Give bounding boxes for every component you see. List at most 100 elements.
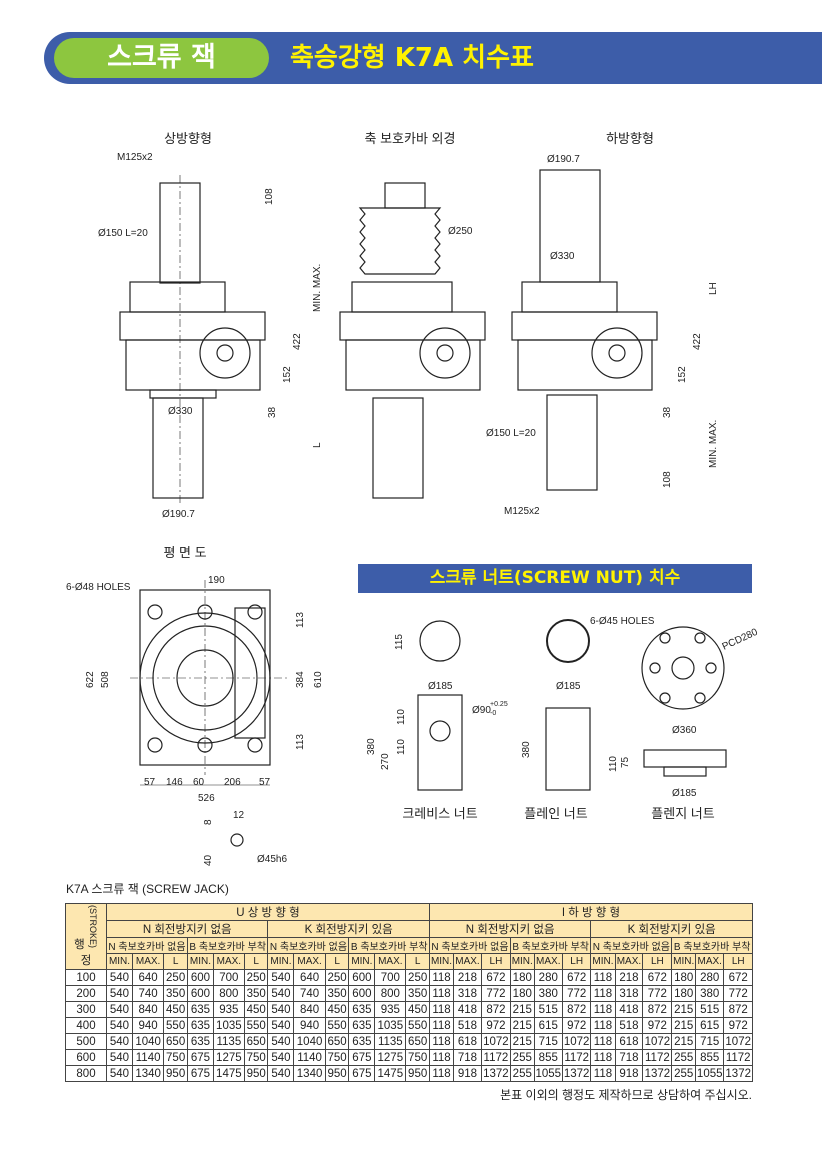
- dim-label: 152: [282, 366, 293, 383]
- cover-header: N 축보호카바 없음: [590, 937, 673, 954]
- dim-label: 6-Ø48 HOLES: [66, 582, 131, 593]
- table-cell: 1340: [293, 1065, 326, 1082]
- table-cell: 1172: [480, 1049, 511, 1066]
- dim-label: Ø150 L=20: [486, 428, 536, 439]
- cover-header: B 축보호카바 부착: [348, 937, 430, 954]
- table-cell: 540: [267, 985, 295, 1002]
- table-cell: 675: [187, 1065, 214, 1082]
- table-cell: 180: [671, 985, 697, 1002]
- dim-label: 110: [608, 756, 619, 772]
- table-cell: 972: [561, 1017, 592, 1034]
- table-cell: 918: [453, 1065, 482, 1082]
- table-cell: 540: [267, 1001, 295, 1018]
- table-cell: 635: [187, 1017, 214, 1034]
- flange-nut-drawing: [641, 626, 727, 777]
- table-cell: 215: [671, 1033, 697, 1050]
- table-cell: 118: [590, 1017, 616, 1034]
- table-cell: 672: [723, 969, 753, 986]
- table-cell: 118: [428, 1033, 455, 1050]
- dim-label: MIN. MAX.: [708, 420, 719, 468]
- stroke-label-en: (STROKE): [87, 904, 98, 948]
- table-cell: 800: [212, 985, 245, 1002]
- table-cell: 872: [561, 1001, 592, 1018]
- table-cell: 972: [480, 1017, 511, 1034]
- table-cell: 118: [428, 1065, 455, 1082]
- dim-label: 115: [394, 634, 405, 650]
- table-cell: 450: [243, 1001, 269, 1018]
- dim-label: Ø185: [556, 681, 581, 692]
- table-cell: 940: [293, 1017, 326, 1034]
- subgroup-header: N 회전방지키 없음: [428, 920, 592, 938]
- stroke-value: 600: [65, 1049, 107, 1066]
- table-cell: 950: [405, 1065, 430, 1082]
- dim-label: 526: [198, 793, 215, 804]
- cover-header: B 축보호카바 부착: [187, 937, 269, 954]
- dim-label: M125x2: [504, 506, 540, 517]
- column-header: LH: [480, 953, 511, 970]
- table-cell: 1035: [212, 1017, 245, 1034]
- table-cell: 1372: [561, 1065, 592, 1082]
- dim-label: 152: [677, 366, 688, 383]
- dim-label: 110: [396, 739, 407, 755]
- column-header: MIN.: [428, 953, 455, 970]
- dim-label: Ø185: [428, 681, 453, 692]
- dim-label: Ø90: [472, 705, 491, 716]
- table-cell: 675: [348, 1049, 376, 1066]
- table-cell: 600: [187, 985, 214, 1002]
- table-cell: 600: [348, 985, 376, 1002]
- table-cell: 750: [405, 1049, 430, 1066]
- group-header: I 하 방 향 형: [428, 903, 754, 921]
- table-cell: 772: [723, 985, 753, 1002]
- table-cell: 515: [695, 1001, 725, 1018]
- table-cell: 1275: [374, 1049, 407, 1066]
- table-cell: 350: [405, 985, 430, 1002]
- table-cell: 750: [163, 1049, 189, 1066]
- stroke-header: 행 (STROKE)정: [65, 903, 107, 970]
- table-cell: 855: [533, 1049, 563, 1066]
- table-cell: 215: [509, 1001, 535, 1018]
- clevis-nut-drawing: [417, 620, 463, 791]
- dim-label: PCD280: [721, 627, 760, 653]
- table-cell: 772: [480, 985, 511, 1002]
- table-cell: 750: [243, 1049, 269, 1066]
- table-cell: 840: [131, 1001, 165, 1018]
- table-cell: 1172: [723, 1049, 753, 1066]
- dim-label: 75: [620, 756, 631, 768]
- cover-header: N 축보호카바 없음: [267, 937, 350, 954]
- subgroup-header: K 회전방지키 있음: [267, 920, 430, 938]
- table-cell: 550: [243, 1017, 269, 1034]
- table-cell: 700: [212, 969, 245, 986]
- table-cell: 518: [614, 1017, 644, 1034]
- dim-label: 113: [295, 612, 306, 628]
- table-cell: 350: [324, 985, 350, 1002]
- table-cell: 215: [509, 1017, 535, 1034]
- dim-label: +0.25: [490, 701, 508, 708]
- table-cell: 740: [293, 985, 326, 1002]
- table-cell: 800: [374, 985, 407, 1002]
- table-cell: 718: [614, 1049, 644, 1066]
- table-cell: 718: [453, 1049, 482, 1066]
- table-cell: 250: [243, 969, 269, 986]
- table-cell: 672: [480, 969, 511, 986]
- column-header: MAX.: [131, 953, 165, 970]
- table-cell: 640: [293, 969, 326, 986]
- column-header: L: [163, 953, 189, 970]
- dim-label: Ø250: [448, 226, 473, 237]
- column-header: MAX.: [695, 953, 725, 970]
- table-cell: 215: [509, 1033, 535, 1050]
- table-cell: 1275: [212, 1049, 245, 1066]
- group-header: U 상 방 향 형: [106, 903, 430, 921]
- table-cell: 1072: [642, 1033, 673, 1050]
- column-header: L: [243, 953, 269, 970]
- dim-label: MIN. MAX.: [312, 264, 323, 312]
- dim-label: 146: [166, 777, 183, 788]
- dim-label: 422: [692, 333, 703, 350]
- table-cell: 255: [509, 1049, 535, 1066]
- table-cell: 180: [509, 985, 535, 1002]
- table-cell: 1072: [561, 1033, 592, 1050]
